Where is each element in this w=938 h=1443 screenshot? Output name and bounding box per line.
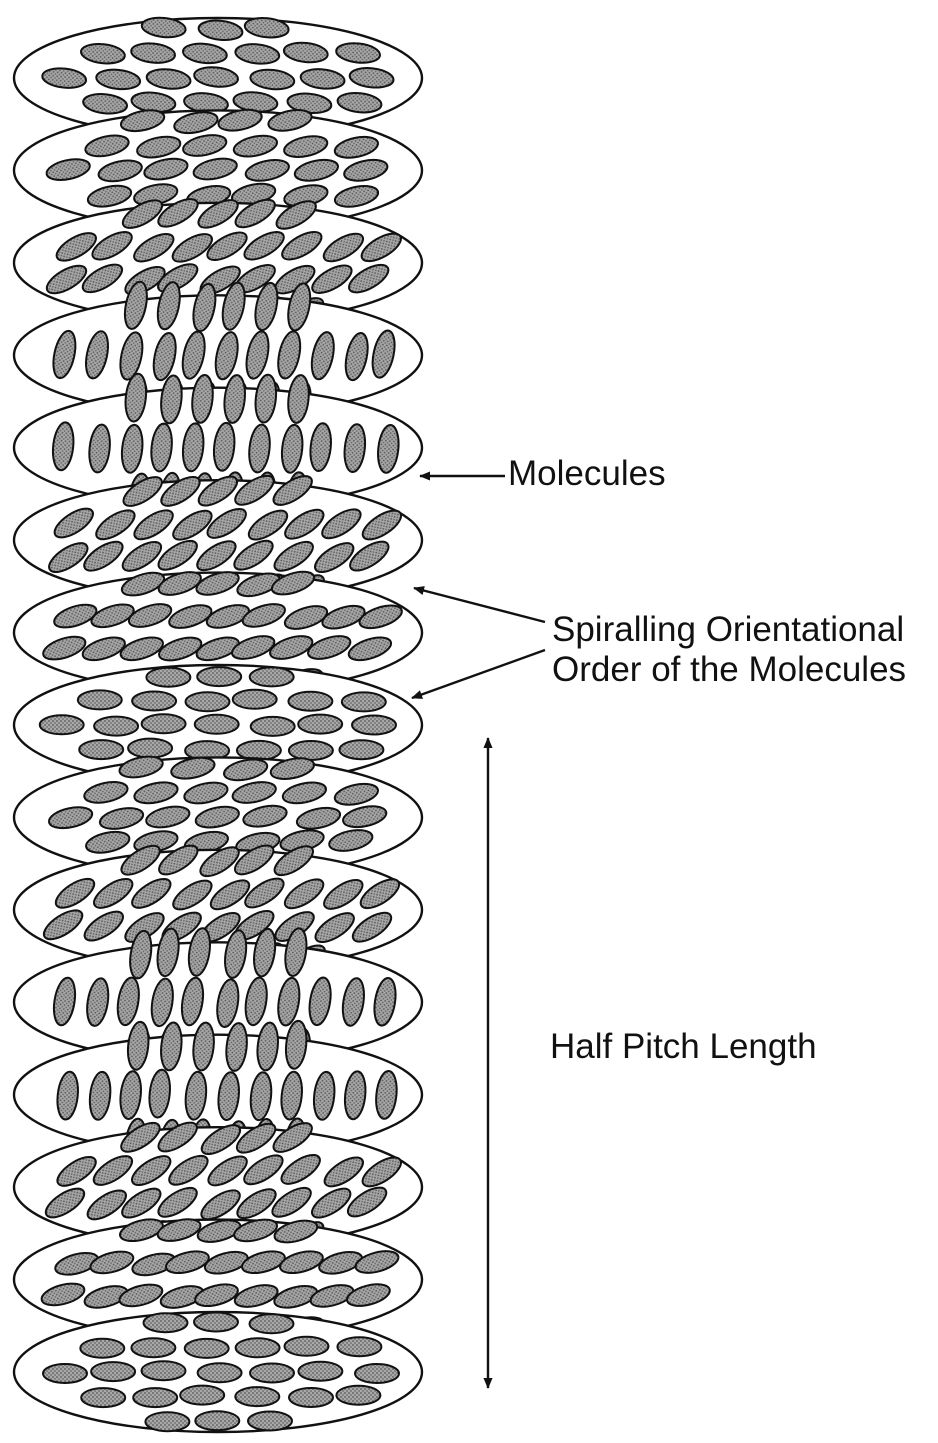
molecule (236, 1338, 280, 1357)
molecule (250, 1314, 294, 1333)
molecule (250, 1364, 294, 1383)
molecule (94, 717, 138, 736)
spiral-pointer-arrow-upper (414, 588, 545, 622)
spiral-pointer-arrow-lower (412, 650, 545, 698)
molecule (298, 715, 342, 734)
molecule (79, 740, 123, 759)
molecule (289, 741, 333, 760)
molecule (235, 1387, 279, 1406)
molecule (131, 1338, 175, 1357)
spiralling-order-label-line-2: Order of the Molecules (552, 650, 906, 690)
molecule (40, 715, 84, 734)
molecule (186, 692, 230, 711)
molecule (185, 1339, 229, 1358)
molecule (145, 1412, 189, 1431)
molecules-label: Molecules (508, 454, 666, 494)
molecule (248, 1412, 292, 1431)
molecule (78, 690, 122, 709)
molecule (81, 1388, 125, 1407)
molecule (198, 1363, 242, 1382)
molecule (337, 1337, 381, 1356)
molecule (355, 1364, 399, 1383)
half-pitch-length-label: Half Pitch Length (550, 1027, 817, 1067)
spiralling-order-label-line-1: Spiralling Orientational (552, 610, 906, 650)
molecule (142, 714, 186, 733)
molecule (194, 1313, 238, 1332)
molecule (339, 740, 383, 759)
molecule (133, 1388, 177, 1407)
spiralling-order-label: Spiralling Orientational Order of the Mo… (552, 610, 906, 690)
molecule (91, 1362, 135, 1381)
molecule (128, 739, 172, 758)
molecule (352, 716, 396, 735)
molecule (144, 1313, 188, 1332)
molecule (142, 1361, 186, 1380)
molecule (132, 692, 176, 711)
molecule (336, 1386, 380, 1405)
molecule (197, 667, 241, 686)
molecule (195, 1411, 239, 1430)
molecule (285, 1337, 329, 1356)
molecule (342, 692, 386, 711)
molecule (298, 1362, 342, 1381)
molecule (288, 692, 332, 711)
molecule (251, 717, 295, 736)
molecule (233, 690, 277, 709)
molecule (250, 667, 294, 686)
molecular-layers (14, 16, 422, 1432)
molecule (146, 668, 190, 687)
molecule (43, 1364, 87, 1383)
molecule (195, 715, 239, 734)
molecule (80, 1339, 124, 1358)
molecule (180, 1386, 224, 1405)
molecular-layer (14, 1312, 422, 1432)
molecule (289, 1388, 333, 1407)
